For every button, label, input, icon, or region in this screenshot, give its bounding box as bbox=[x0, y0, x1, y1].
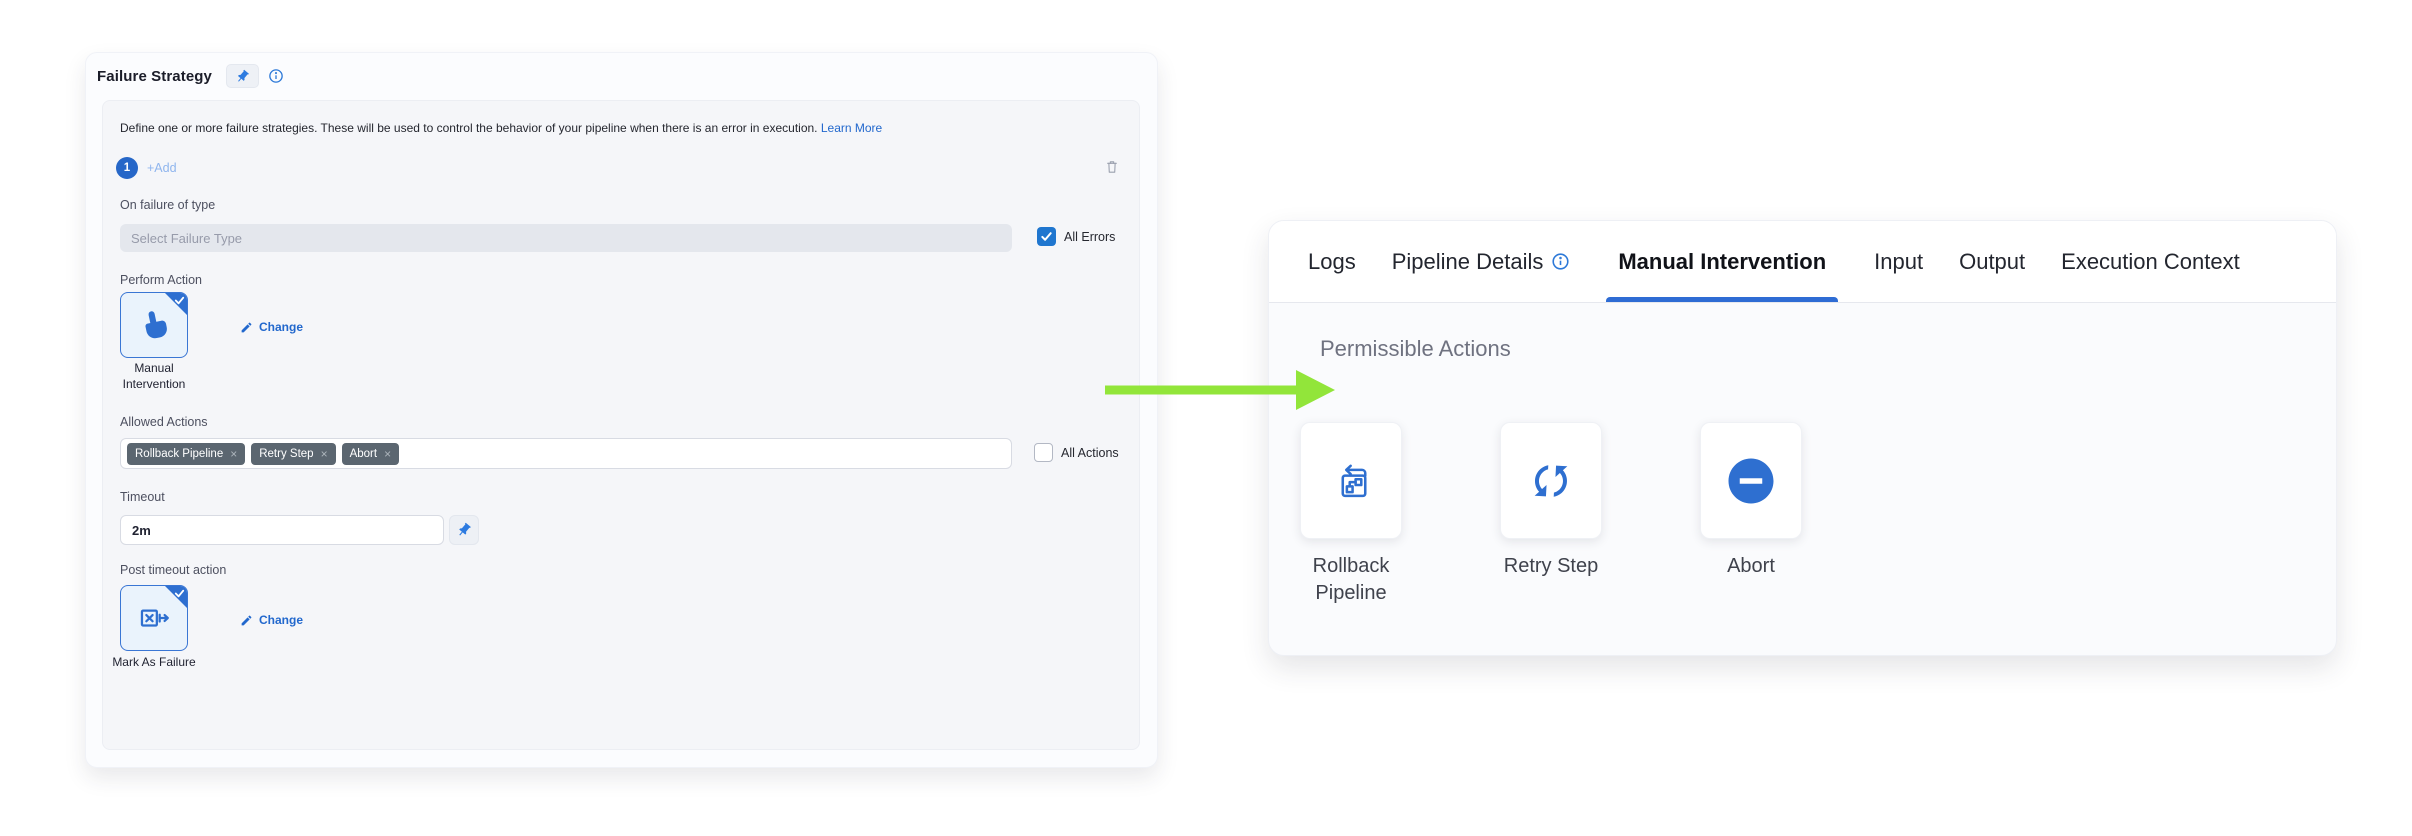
tab-execution-context[interactable]: Execution Context bbox=[2061, 248, 2240, 274]
info-icon[interactable] bbox=[268, 68, 284, 84]
permissible-actions-title: Permissible Actions bbox=[1320, 336, 1511, 361]
tag-label: Retry Step bbox=[259, 447, 314, 460]
permissible-action-rollback: Rollback Pipeline bbox=[1300, 422, 1402, 607]
tab-logs[interactable]: Logs bbox=[1308, 248, 1356, 274]
strategy-index-badge[interactable]: 1 bbox=[116, 157, 138, 179]
delete-strategy-button[interactable] bbox=[1101, 156, 1123, 178]
change-label: Change bbox=[259, 320, 304, 334]
retry-step-label: Retry Step bbox=[1503, 555, 1599, 577]
description-text: Define one or more failure strategies. T… bbox=[120, 121, 1100, 135]
tabbar: Logs Pipeline Details Manual Interventio… bbox=[1269, 221, 2336, 303]
tag-rollback-pipeline[interactable]: Rollback Pipeline × bbox=[127, 442, 246, 465]
annotation-arrow-icon bbox=[1105, 370, 1335, 410]
allowed-actions-input[interactable]: Rollback Pipeline × Retry Step × Abort × bbox=[120, 438, 1012, 469]
on-failure-label: On failure of type bbox=[120, 198, 216, 212]
allowed-actions-label: Allowed Actions bbox=[120, 415, 208, 429]
post-timeout-label: Post timeout action bbox=[120, 563, 227, 577]
abort-icon bbox=[1728, 458, 1774, 503]
tag-retry-step[interactable]: Retry Step × bbox=[251, 442, 336, 465]
execution-details-panel: Logs Pipeline Details Manual Interventio… bbox=[1268, 220, 2337, 656]
add-strategy-link[interactable]: +Add bbox=[147, 161, 177, 175]
panel-title: Failure Strategy bbox=[97, 67, 212, 85]
change-post-timeout-link[interactable]: Change bbox=[240, 613, 303, 627]
pencil-icon bbox=[241, 615, 252, 625]
tab-manual-intervention[interactable]: Manual Intervention bbox=[1606, 221, 1838, 302]
failure-strategy-form: Define one or more failure strategies. T… bbox=[102, 100, 1140, 750]
failure-type-select[interactable] bbox=[120, 224, 1012, 252]
post-timeout-caption: Mark As Failure bbox=[112, 655, 196, 669]
all-errors-checkbox[interactable] bbox=[1037, 227, 1056, 246]
failure-strategy-header: Failure Strategy bbox=[86, 53, 1157, 99]
tab-pipeline-details[interactable]: Pipeline Details bbox=[1392, 221, 1571, 302]
all-errors-checkbox-row: All Errors bbox=[1037, 227, 1115, 246]
rollback-pipeline-icon bbox=[1341, 464, 1367, 497]
manual-intervention-icon bbox=[145, 311, 167, 339]
perform-action-label: Perform Action bbox=[120, 273, 202, 287]
failure-strategy-panel: Failure Strategy Define one or more fail… bbox=[85, 52, 1158, 768]
info-icon[interactable] bbox=[1551, 252, 1570, 271]
tag-abort[interactable]: Abort × bbox=[341, 442, 400, 465]
remove-tag-icon[interactable]: × bbox=[230, 446, 238, 461]
mark-as-failure-icon bbox=[140, 609, 169, 627]
tag-label: Rollback Pipeline bbox=[135, 447, 224, 460]
tag-label: Abort bbox=[349, 447, 378, 460]
tab-output[interactable]: Output bbox=[1959, 248, 2026, 274]
post-timeout-action-card[interactable] bbox=[120, 585, 188, 651]
perform-action-caption: Manual Intervention bbox=[122, 361, 186, 391]
abort-label: Abort bbox=[1727, 555, 1775, 577]
pushpin-icon bbox=[459, 522, 471, 536]
rollback-pipeline-card[interactable] bbox=[1300, 422, 1402, 539]
rollback-pipeline-label: Rollback Pipeline bbox=[1312, 555, 1390, 604]
all-actions-checkbox[interactable] bbox=[1034, 443, 1053, 462]
selected-check-icon bbox=[174, 589, 185, 598]
permissible-action-abort: Abort bbox=[1700, 422, 1802, 607]
all-errors-label[interactable]: All Errors bbox=[1064, 229, 1116, 244]
pin-button[interactable] bbox=[225, 64, 259, 88]
abort-card[interactable] bbox=[1700, 422, 1802, 539]
remove-tag-icon[interactable]: × bbox=[320, 446, 328, 461]
description-body: Define one or more failure strategies. T… bbox=[120, 121, 818, 135]
check-icon bbox=[1041, 232, 1052, 241]
selected-check-icon bbox=[174, 296, 185, 305]
change-label: Change bbox=[259, 613, 304, 627]
retry-step-card[interactable] bbox=[1500, 422, 1602, 539]
timeout-input[interactable] bbox=[120, 515, 444, 545]
change-perform-action-link[interactable]: Change bbox=[240, 320, 303, 334]
tab-input[interactable]: Input bbox=[1874, 248, 1924, 274]
pencil-icon bbox=[241, 322, 252, 332]
trash-icon bbox=[1107, 161, 1117, 173]
permissible-actions-row: Rollback Pipeline Retry Step Abort bbox=[1300, 422, 1802, 607]
timeout-pin-button[interactable] bbox=[449, 515, 479, 545]
all-actions-checkbox-row: All Actions bbox=[1034, 443, 1119, 462]
learn-more-link[interactable]: Learn More bbox=[820, 121, 883, 135]
permissible-action-retry: Retry Step bbox=[1500, 422, 1602, 607]
tab-label: Pipeline Details bbox=[1391, 248, 1544, 274]
timeout-label: Timeout bbox=[120, 490, 165, 504]
perform-action-card[interactable] bbox=[120, 292, 188, 358]
remove-tag-icon[interactable]: × bbox=[384, 446, 392, 461]
all-actions-label[interactable]: All Actions bbox=[1061, 445, 1119, 460]
retry-icon bbox=[1534, 464, 1568, 497]
pushpin-icon bbox=[238, 69, 249, 82]
